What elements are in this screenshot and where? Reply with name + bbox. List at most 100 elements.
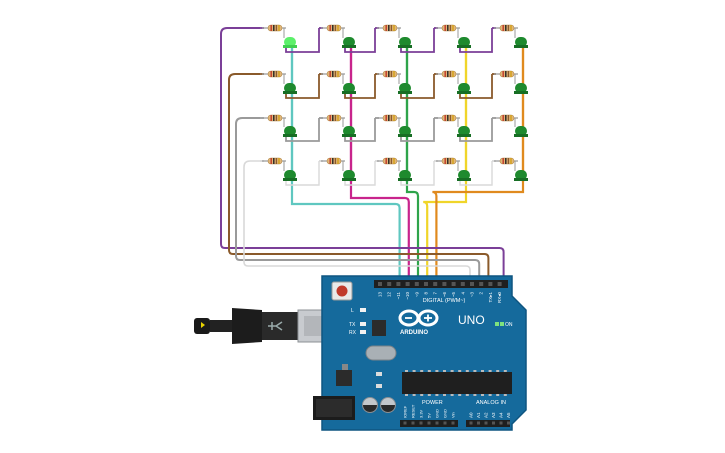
row-link: [400, 161, 435, 186]
power-pin[interactable]: [403, 421, 407, 425]
resistor[interactable]: [441, 24, 457, 32]
digital-pin-label: 4: [460, 292, 465, 295]
led[interactable]: [515, 83, 527, 93]
led[interactable]: [399, 37, 411, 47]
resistor[interactable]: [267, 157, 283, 165]
digital-pin[interactable]: [460, 282, 465, 286]
column-wire[interactable]: [405, 46, 420, 284]
power-pin[interactable]: [451, 421, 455, 425]
resistor[interactable]: [267, 24, 283, 32]
led[interactable]: [399, 170, 411, 180]
column-wire[interactable]: [349, 46, 410, 284]
power-pin[interactable]: [419, 421, 423, 425]
led[interactable]: [343, 170, 355, 180]
digital-pin[interactable]: [470, 282, 474, 286]
row-link: [400, 118, 435, 142]
digital-pin[interactable]: [396, 282, 401, 286]
led[interactable]: [515, 37, 527, 47]
digital-pin-label: RX◂0: [497, 292, 502, 304]
digital-pin[interactable]: [442, 282, 447, 286]
resistor[interactable]: [499, 157, 515, 165]
led[interactable]: [343, 126, 355, 136]
resistor[interactable]: [382, 24, 398, 32]
resistor[interactable]: [267, 114, 283, 122]
led[interactable]: [458, 83, 470, 93]
digital-pin[interactable]: [451, 282, 456, 286]
matrix-cell: [321, 24, 356, 48]
resistor[interactable]: [326, 24, 342, 32]
resistor[interactable]: [326, 70, 342, 78]
digital-pin-label: ~6: [442, 292, 447, 298]
matrix-cell: [494, 157, 528, 181]
digital-pin[interactable]: [378, 282, 382, 286]
led[interactable]: [458, 37, 470, 47]
led[interactable]: [284, 170, 296, 180]
reset-button-icon[interactable]: [331, 281, 353, 301]
led[interactable]: [284, 83, 296, 93]
digital-pin[interactable]: [488, 282, 493, 286]
led[interactable]: [343, 83, 355, 93]
digital-pin[interactable]: [414, 282, 419, 286]
column-wire[interactable]: [290, 46, 401, 284]
resistor[interactable]: [441, 70, 457, 78]
resistor[interactable]: [382, 70, 398, 78]
column-wire[interactable]: [432, 46, 525, 284]
digital-pin[interactable]: [405, 282, 410, 286]
analog-pin-label: A1: [476, 412, 481, 418]
matrix-cell: [321, 157, 356, 181]
digital-pin[interactable]: [479, 282, 484, 286]
microcontroller-chip: [402, 372, 512, 394]
column-wire[interactable]: [423, 46, 468, 284]
row-wire[interactable]: [235, 117, 481, 284]
led-rx-label: RX: [349, 330, 357, 336]
led[interactable]: [515, 170, 527, 180]
analog-pin[interactable]: [492, 421, 495, 425]
resistor[interactable]: [499, 24, 515, 32]
resistor[interactable]: [382, 157, 398, 165]
analog-pin[interactable]: [477, 421, 480, 425]
resistor[interactable]: [267, 70, 283, 78]
resistor[interactable]: [441, 114, 457, 122]
power-pin[interactable]: [427, 421, 431, 425]
power-pin[interactable]: [443, 421, 447, 425]
resistor[interactable]: [326, 114, 342, 122]
digital-pin[interactable]: [433, 282, 438, 286]
led[interactable]: [458, 170, 470, 180]
led[interactable]: [284, 126, 296, 136]
analog-pin[interactable]: [484, 421, 488, 425]
digital-pin[interactable]: [497, 282, 502, 286]
digital-pin[interactable]: [424, 282, 428, 286]
row-wire[interactable]: [220, 27, 505, 284]
analog-pin-label: A4: [499, 412, 504, 418]
led-lit[interactable]: [284, 37, 296, 47]
power-pin-label: GND: [443, 409, 448, 418]
resistor[interactable]: [326, 157, 342, 165]
led[interactable]: [399, 83, 411, 93]
analog-pin[interactable]: [499, 421, 503, 425]
led[interactable]: [343, 37, 355, 47]
led[interactable]: [458, 126, 470, 136]
digital-pin-label: ~11: [396, 292, 401, 300]
resistor[interactable]: [499, 70, 515, 78]
row-wire[interactable]: [228, 73, 490, 284]
row-wire[interactable]: [243, 160, 471, 284]
led-tx-label: TX: [349, 322, 356, 328]
led[interactable]: [515, 126, 527, 136]
led[interactable]: [399, 126, 411, 136]
analog-pin[interactable]: [507, 421, 510, 425]
matrix-cell: [436, 70, 471, 94]
digital-pin[interactable]: [387, 282, 392, 286]
digital-pin-label: ~5: [451, 292, 456, 298]
analog-pin[interactable]: [469, 421, 473, 425]
power-pin[interactable]: [411, 421, 415, 425]
analog-pin-label: A5: [506, 412, 511, 418]
row-link: [400, 74, 435, 99]
row-link: [459, 161, 493, 186]
resistor[interactable]: [382, 114, 398, 122]
resistor[interactable]: [499, 114, 515, 122]
digital-pin-label: 13: [378, 292, 383, 298]
resistor[interactable]: [441, 157, 457, 165]
power-pin[interactable]: [435, 421, 439, 425]
